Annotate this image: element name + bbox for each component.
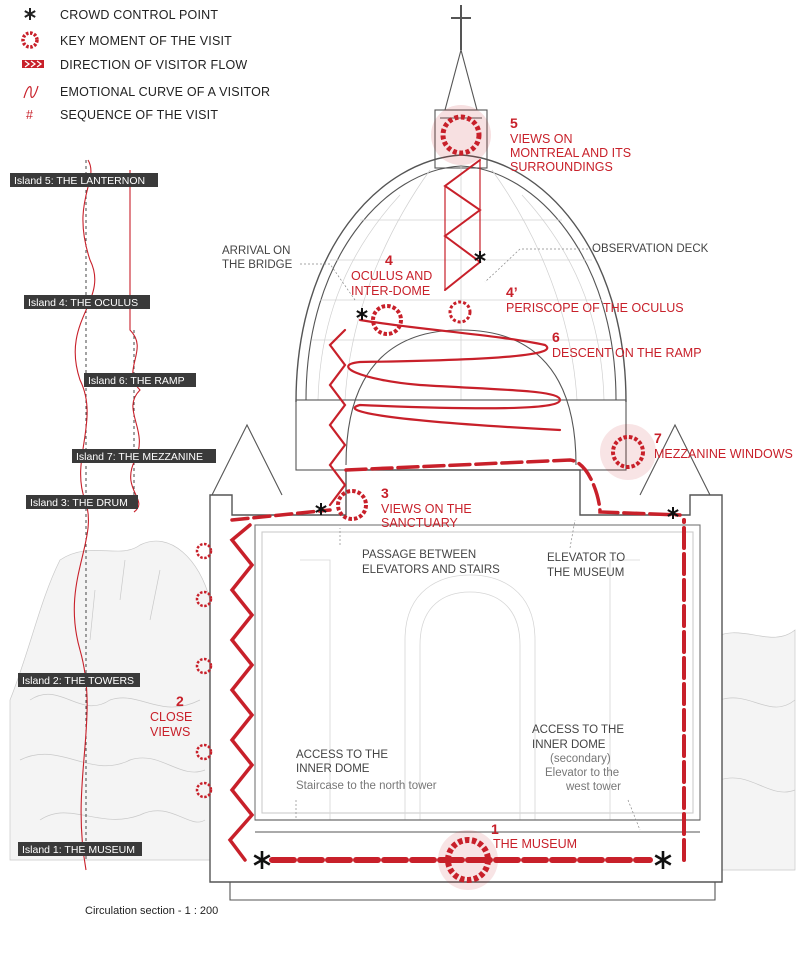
key-moment-4p <box>448 300 472 324</box>
access-west-line1: ACCESS TO THE <box>532 724 624 736</box>
moment-2-number: 2 <box>176 693 184 709</box>
access-west-line2: INNER DOME <box>532 739 606 751</box>
moment-5-number: 5 <box>510 115 518 131</box>
legend-sequence-label: SEQUENCE OF THE VISIT <box>60 108 218 122</box>
access-west-line5: west tower <box>565 781 621 793</box>
legend-flow-label: DIRECTION OF VISITOR FLOW <box>60 58 247 72</box>
key-moments-2 <box>195 542 213 799</box>
key-moment-7 <box>611 435 645 469</box>
key-moment-5 <box>440 114 482 156</box>
moment-2-line1: CLOSE <box>150 710 192 724</box>
arrival-line1: ARRIVAL ON <box>222 245 290 257</box>
island-2-tag: Island 2: THE TOWERS <box>22 675 134 687</box>
key-moment-symbol <box>21 31 39 49</box>
access-west-line3: (secondary) <box>550 753 611 765</box>
moment-4p-line1: PERISCOPE OF THE OCULUS <box>506 301 684 315</box>
moment-7-number: 7 <box>654 430 662 446</box>
moment-5-line3: SURROUNDINGS <box>510 160 613 174</box>
access-north-line3: Staircase to the north tower <box>296 780 437 792</box>
moment-3-line1: VIEWS ON THE <box>381 502 472 516</box>
moment-4-number: 4 <box>385 252 393 268</box>
sequence-symbol: # <box>26 108 33 122</box>
island-tags: Island 5: THE LANTERNON Island 4: THE OC… <box>10 173 216 856</box>
elevator-line2: THE MUSEUM <box>547 567 624 579</box>
key-moment-4 <box>371 304 403 336</box>
island-1-tag: Island 1: THE MUSEUM <box>22 844 135 856</box>
legend-crowd-label: CROWD CONTROL POINT <box>60 8 218 22</box>
arrival-line2: THE BRIDGE <box>222 259 293 271</box>
moment-3-line2: SANCTUARY <box>381 516 459 530</box>
moment-2-line2: VIEWS <box>150 725 190 739</box>
elevator-line1: ELEVATOR TO <box>547 552 625 564</box>
crowd-control-points <box>253 251 679 869</box>
emotional-curve-symbol <box>23 85 39 99</box>
moment-labels: 5 VIEWS ON MONTREAL AND ITS SURROUNDINGS… <box>150 115 793 851</box>
key-moments <box>195 105 656 890</box>
legend: CROWD CONTROL POINT KEY MOMENT OF THE VI… <box>21 8 270 122</box>
key-moment-1 <box>445 837 491 883</box>
legend-key-label: KEY MOMENT OF THE VISIT <box>60 34 232 48</box>
passage-line2: ELEVATORS AND STAIRS <box>362 564 500 576</box>
leader-lines <box>295 248 641 831</box>
moment-6-line1: DESCENT ON THE RAMP <box>552 346 702 360</box>
emotional-curve <box>73 159 96 871</box>
moment-3-number: 3 <box>381 485 389 501</box>
flow-direction-symbol <box>22 60 44 68</box>
moment-4p-number: 4’ <box>506 284 518 300</box>
moment-5-line2: MONTREAL AND ITS <box>510 146 631 160</box>
visitor-flow-path <box>227 159 686 863</box>
caption: Circulation section - 1 : 200 <box>85 905 218 917</box>
island-6-tag: Island 6: THE RAMP <box>88 375 185 387</box>
key-moment-3 <box>336 489 368 521</box>
island-5-tag: Island 5: THE LANTERNON <box>14 175 145 187</box>
legend-curve-label: EMOTIONAL CURVE OF A VISITOR <box>60 85 270 99</box>
crowd-control-symbol <box>24 8 36 20</box>
access-north-line2: INNER DOME <box>296 763 370 775</box>
observation-deck: OBSERVATION DECK <box>592 243 709 255</box>
access-west-line4: Elevator to the <box>545 767 619 779</box>
moment-1-line1: THE MUSEUM <box>493 837 577 851</box>
island-3-tag: Island 3: THE DRUM <box>30 497 128 509</box>
moment-4-line2: INTER-DOME <box>351 284 430 298</box>
passage-line1: PASSAGE BETWEEN <box>362 549 476 561</box>
moment-1-number: 1 <box>491 821 499 837</box>
notes: ARRIVAL ON THE BRIDGE OBSERVATION DECK P… <box>222 243 709 793</box>
island-4-tag: Island 4: THE OCULUS <box>28 297 138 309</box>
moment-7-line1: MEZZANINE WINDOWS <box>654 447 793 461</box>
moment-5-line1: VIEWS ON <box>510 132 573 146</box>
access-north-line1: ACCESS TO THE <box>296 749 388 761</box>
moment-4-line1: OCULUS AND <box>351 269 432 283</box>
moment-6-number: 6 <box>552 329 560 345</box>
island-7-tag: Island 7: THE MEZZANINE <box>76 451 203 463</box>
landscape-sketch <box>9 540 796 871</box>
island-axis <box>73 159 141 871</box>
basilica-structure <box>209 5 723 901</box>
emotional-curve-descent <box>129 170 141 513</box>
